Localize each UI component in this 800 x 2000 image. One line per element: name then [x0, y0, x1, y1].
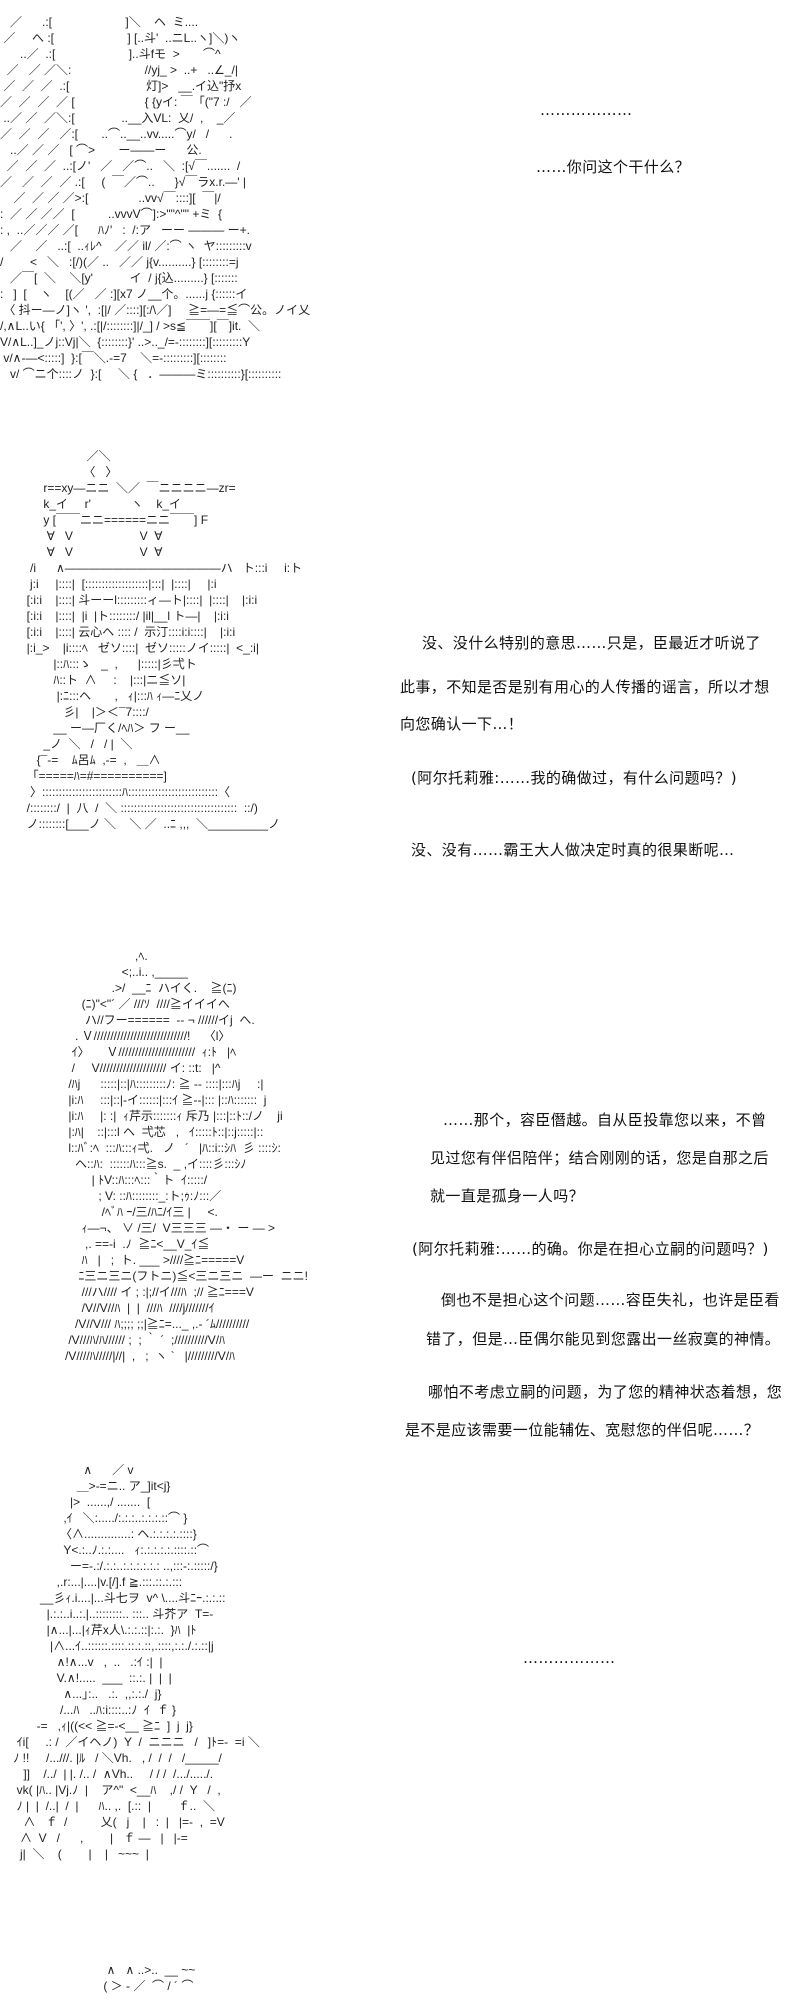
dialogue-line: 哪怕不考虑立嗣的问题，为了您的精神状态着想，您	[428, 1383, 783, 1401]
ascii-art-panel-4: ∧ ／ v ＿>-=ニ.. ア_]it<j} |> ......,/ .....…	[13, 1463, 260, 1861]
dialogue-line: ……你问这个干什么？	[536, 158, 691, 176]
dialogue-line: (阿尔托莉雅:……的确。你是在担心立嗣的问题吗？)	[412, 1240, 769, 1258]
ascii-art-panel-3: ,ﾍ. <;..i.. ,_____ .>/ __ﾆ ハイく. ≧(ﾆ) (ﾆ)…	[65, 949, 309, 1363]
ascii-art-panel-5: ∧ ∧ ..>.. __ ~~ ( ＞ ‐ ／ ⌒ / ´ ⌒	[103, 1963, 196, 1993]
dialogue-line: 没、没有……霸王大人做决定时真的很果断呢…	[411, 841, 735, 859]
dialogue-line: 就一直是孤身一人吗？	[430, 1187, 585, 1205]
dialogue-line: (阿尔托莉雅:……我的确做过，有什么问题吗？)	[411, 769, 737, 787]
ascii-art-panel-1: ／ .:[ ]＼ ヘ ミ.... ／ へ :[ ] [..斗' ..ニL..ヽ]…	[0, 15, 311, 381]
dialogue-line: 错了，但是…臣偶尔能见到您露出一丝寂寞的神情。	[426, 1330, 781, 1348]
dialogue-line: 见过您有伴侣陪伴；结合刚刚的话，您是自那之后	[430, 1149, 769, 1167]
dialogue-line: 没、没什么特别的意思……只是，臣最近才听说了	[422, 634, 761, 652]
ascii-art-panel-2: ／＼ 〈 〉 r==xy―ニニ ＼／ ￣ニニニニ―zr= k_イ r' ヽ k_…	[26, 449, 303, 831]
dialogue-line: 此事，不知是否是别有用心的人传播的谣言，所以才想	[400, 678, 770, 696]
dialogue-ellipsis: ………………	[523, 1649, 616, 1667]
dialogue-line: 向您确认一下…！	[400, 715, 524, 733]
dialogue-line: 倒也不是担心这个问题……容臣失礼，也许是臣看	[441, 1291, 780, 1309]
dialogue-ellipsis: ………………	[540, 101, 633, 119]
dialogue-line: ……那个，容臣僭越。自从臣投靠您以来，不曾	[443, 1111, 767, 1129]
dialogue-line: 是不是应该需要一位能辅佐、宽慰您的伴侣呢……？	[405, 1421, 760, 1439]
